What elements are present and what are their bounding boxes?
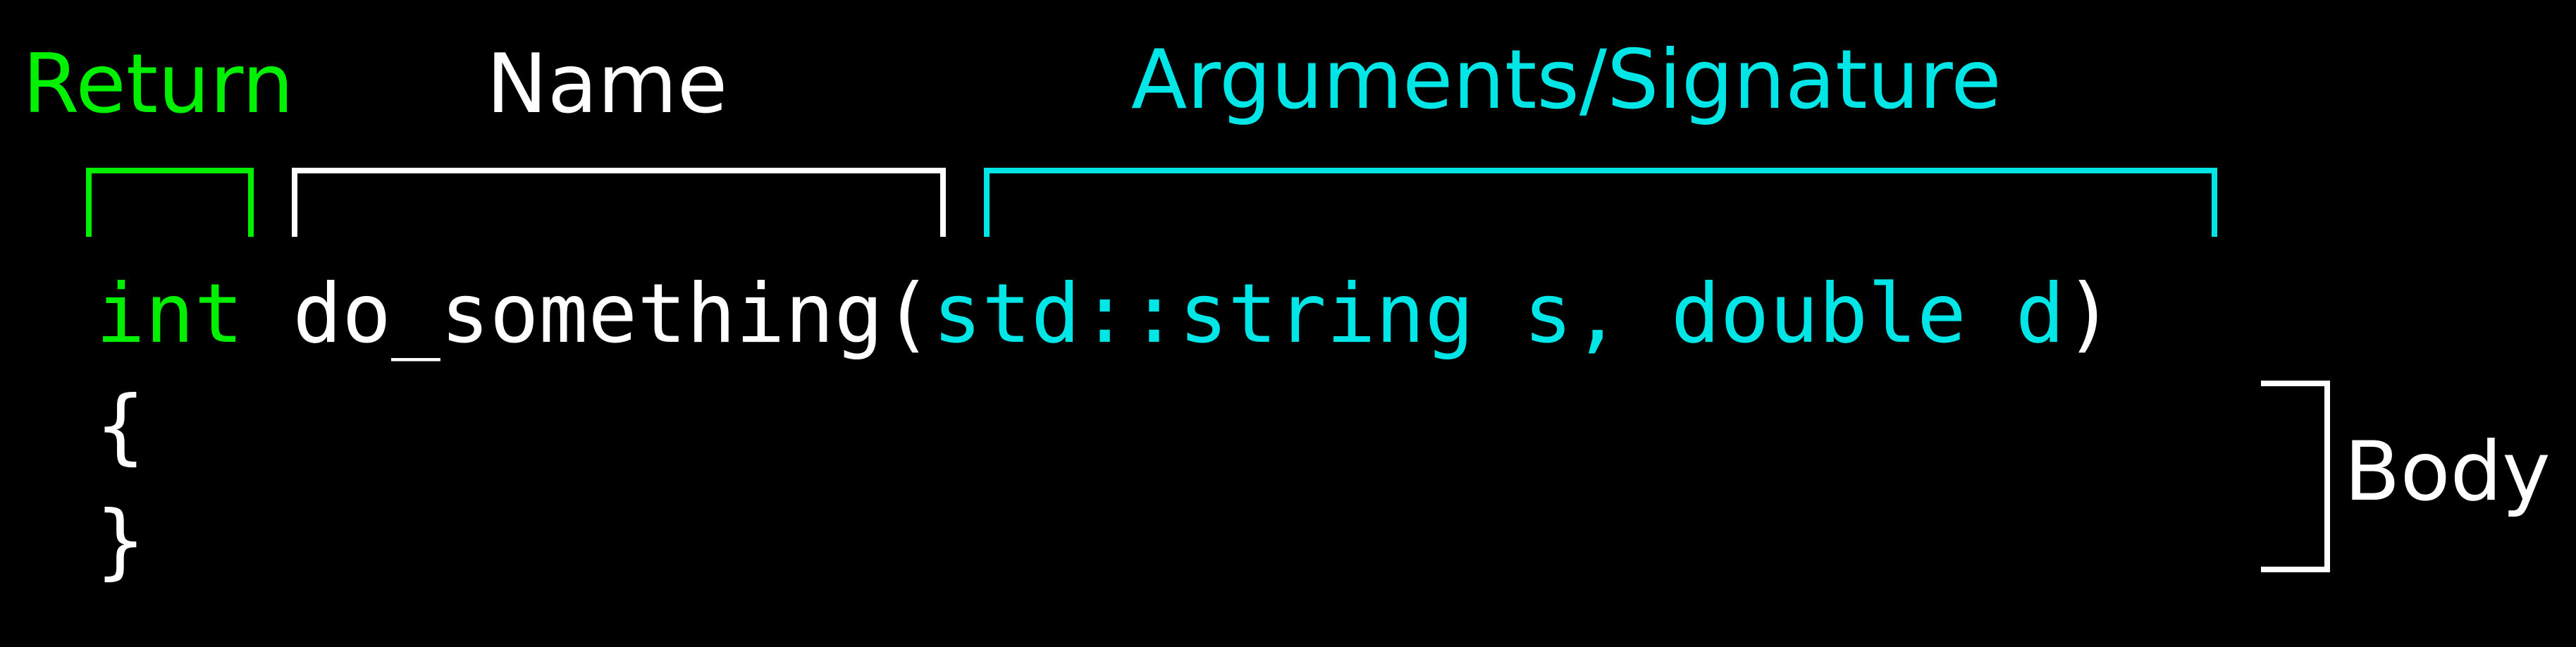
name-label: Name	[486, 37, 728, 132]
arguments-list: std::string s, double d	[932, 266, 2065, 362]
return-bracket	[86, 168, 254, 237]
close-paren: )	[2064, 266, 2114, 362]
name-bracket	[292, 168, 946, 237]
body-bracket	[2261, 381, 2330, 572]
arguments-bracket	[984, 168, 2217, 237]
open-brace: {	[96, 378, 145, 474]
return-type: int	[96, 266, 244, 362]
open-paren: (	[883, 266, 933, 362]
function-name: do_something	[292, 266, 884, 362]
close-brace: }	[96, 493, 145, 589]
function-signature: int do_something(std::string s, double d…	[96, 273, 2114, 355]
return-label: Return	[23, 37, 294, 132]
arguments-label: Arguments/Signature	[1131, 32, 2002, 128]
body-label: Body	[2344, 424, 2551, 519]
